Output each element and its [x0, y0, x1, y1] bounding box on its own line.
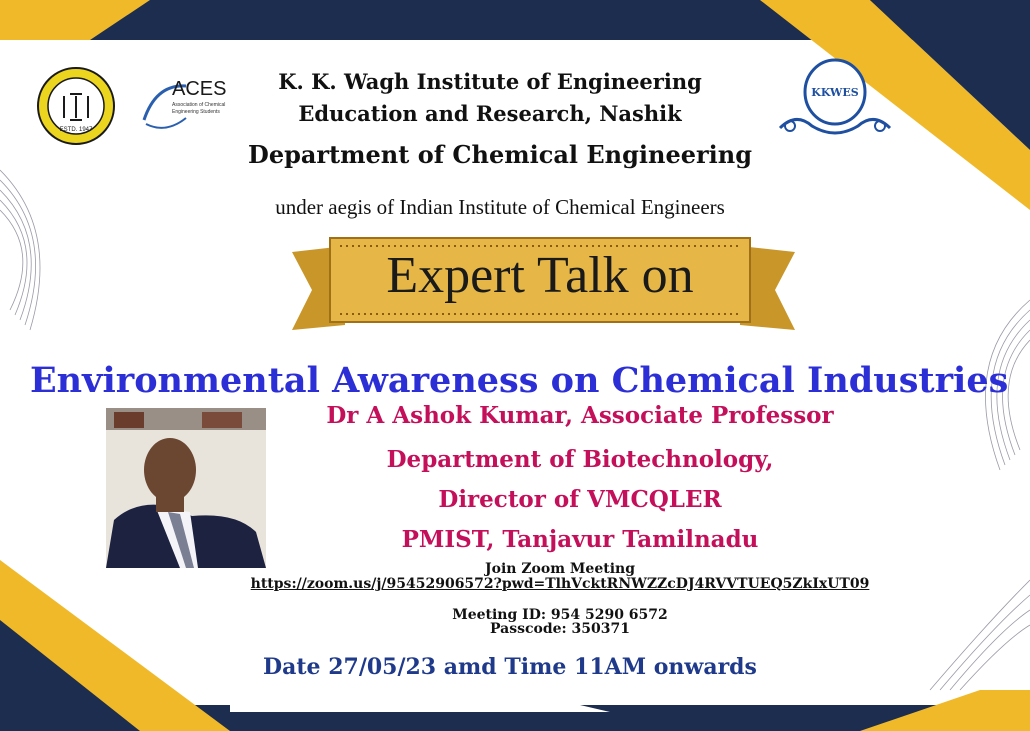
left-wave-lines — [0, 169, 41, 331]
speaker-photo — [106, 408, 266, 568]
top-left-white-band — [0, 40, 600, 48]
aces-subtitle-line1: Association of Chemical — [172, 102, 226, 108]
zoom-heading: Join Zoom Meeting — [485, 561, 635, 577]
society-logo: KKWES — [778, 58, 892, 135]
aegis-line: under aegis of Indian Institute of Chemi… — [275, 195, 725, 219]
talk-topic: Environmental Awareness on Chemical Indu… — [30, 360, 1009, 401]
bottom-mid-white-band — [230, 705, 610, 712]
event-date-time: Date 27/05/23 amd Time 11AM onwards — [263, 654, 757, 680]
ribbon-right-tail — [740, 246, 795, 330]
aces-logo: ACES Association of Chemical Engineering… — [136, 74, 236, 134]
speaker-name: Dr A Ashok Kumar, Associate Professor — [326, 402, 834, 429]
top-navy-stripe — [0, 0, 1030, 40]
bottom-right-wave-lines — [929, 579, 1030, 691]
institute-name: K. K. Wagh Institute of Engineering Educ… — [250, 66, 730, 130]
banner-title: Expert Talk on — [386, 247, 694, 304]
speaker-department: Department of Biotechnology, — [386, 446, 774, 473]
zoom-link[interactable]: https://zoom.us/j/95452906572?pwd=TlhVck… — [250, 576, 870, 592]
speaker-role: Director of VMCQLER — [438, 486, 722, 513]
institute-name-line2: Education and Research, Nashik — [298, 101, 682, 126]
top-left-gold-stripe — [0, 0, 150, 40]
ribbon-body — [330, 238, 750, 322]
ribbon-banner — [292, 237, 795, 330]
meeting-passcode: Passcode: 350371 — [489, 621, 631, 637]
top-right-gold-stripe — [760, 0, 1030, 210]
institute-logo: ESTD. 1947 — [37, 67, 115, 145]
bottom-left-navy-block — [0, 620, 140, 731]
right-wave-lines — [985, 299, 1030, 471]
speaker-organization: PMIST, Tanjavur Tamilnadu — [401, 526, 759, 553]
aces-subtitle-line2: Engineering Students — [172, 109, 220, 115]
meeting-id: Meeting ID: 954 5290 6572 — [452, 607, 668, 623]
institute-name-line1: K. K. Wagh Institute of Engineering — [278, 69, 702, 94]
aces-name: ACES — [172, 78, 227, 100]
society-logo-text: KKWES — [811, 86, 858, 99]
top-right-navy-block — [870, 0, 1030, 150]
bottom-right-gold-stripe — [860, 690, 1030, 731]
aces-swoosh-icon — [142, 84, 187, 129]
institute-logo-text: ESTD. 1947 — [60, 127, 93, 133]
aces-subtitle: Association of Chemical Engineering Stud… — [172, 102, 225, 116]
meeting-details: Meeting ID: 954 5290 6572 Passcode: 3503… — [300, 608, 820, 636]
department-title: Department of Chemical Engineering — [248, 140, 752, 169]
